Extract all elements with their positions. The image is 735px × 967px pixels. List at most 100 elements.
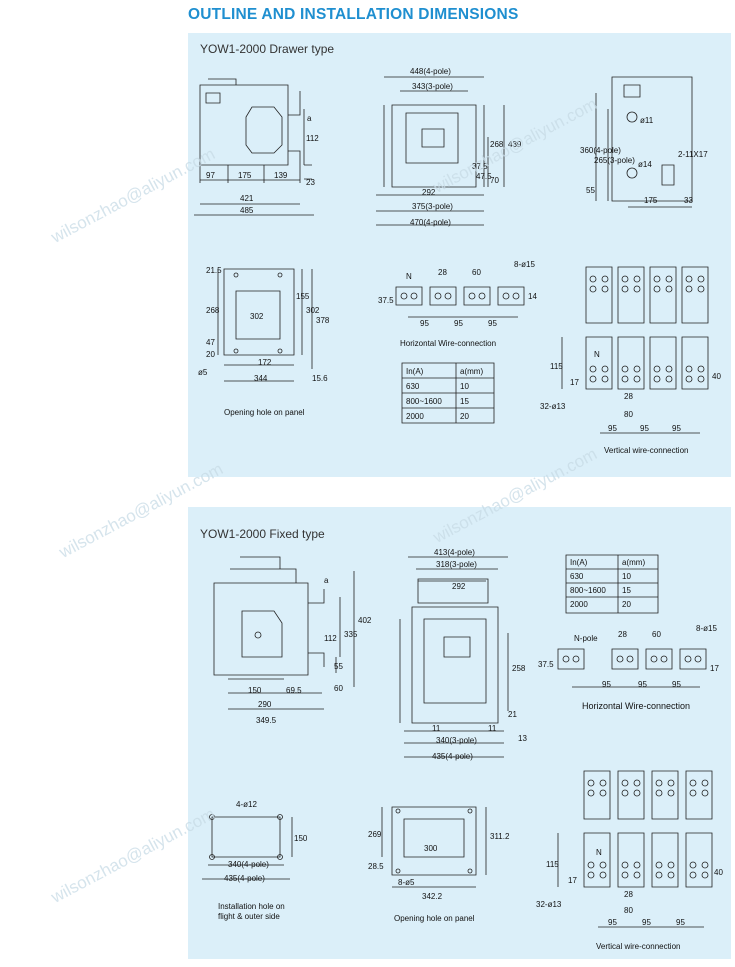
fixed-vertical-wire: N 115 17 40 28 80 32-ø13 95 95 95 (536, 770, 723, 928)
dim-344: 344 (254, 374, 268, 383)
dim-302a: 302 (250, 312, 264, 321)
ftable-r3c1: 2000 (570, 600, 588, 609)
fh-28: 28 (618, 630, 627, 639)
wire-28: 28 (438, 268, 447, 277)
fh-hole: 8-ø15 (696, 624, 717, 633)
drawer-front-view: 448(4-pole) 343(3-pole) 439 268 37.5 47.… (376, 67, 522, 227)
fp-311: 311.2 (490, 832, 510, 841)
fixed-type-panel: YOW1-2000 Fixed type a 112 335 402 55 60… (188, 507, 731, 959)
fp-269: 269 (368, 830, 382, 839)
fi-340: 340(4-pole) (228, 860, 269, 869)
fx-11a: 11 (432, 724, 441, 733)
fixed-vertical-caption: Vertical wire-connection (596, 942, 680, 951)
drawer-current-table: In(A) a(mm) 630 10 800~1600 15 2000 20 (401, 362, 495, 424)
fx-318: 318(3-pole) (436, 560, 477, 569)
dim-292: 292 (422, 188, 436, 197)
fv-115: 115 (546, 860, 559, 869)
dim-175: 175 (238, 171, 252, 180)
dim-448: 448(4-pole) (410, 67, 451, 76)
wire-37-5: 37.5 (378, 296, 394, 305)
fp-28-5: 28.5 (368, 862, 384, 871)
fh-17: 17 (710, 664, 719, 673)
v-n: N (594, 350, 600, 359)
dim-175-right: 175 (644, 196, 658, 205)
ftable-r1c2: 10 (622, 572, 631, 581)
v-hole: 32-ø13 (540, 402, 566, 411)
v-40: 40 (712, 372, 721, 381)
v-80: 80 (624, 410, 633, 419)
fv-n: N (596, 848, 602, 857)
dim-155: 155 (296, 292, 310, 301)
dim-55: 55 (586, 186, 595, 195)
drawer-side-view: a 112 23 97 175 139 421 485 (194, 78, 319, 216)
ftable-r3c2: 20 (622, 600, 631, 609)
ftable-r1c1: 630 (570, 572, 584, 581)
dim-20: 20 (206, 350, 215, 359)
dim-47-5: 47.5 (476, 172, 492, 181)
fixed-type-drawing: a 112 335 402 55 60 150 69.5 290 349.5 4… (202, 548, 723, 951)
install-caption-2: flight & outer side (218, 912, 280, 921)
drawer-type-title: YOW1-2000 Drawer type (200, 42, 335, 56)
ftable-h2: a(mm) (622, 558, 645, 567)
dim-302b: 302 (306, 306, 320, 315)
dim-172: 172 (258, 358, 272, 367)
fixed-horizontal-caption: Horizontal Wire-connection (582, 701, 690, 711)
fixed-front-view: 413(4-pole) 318(3-pole) 292 258 21 11 11… (399, 548, 527, 761)
dim-265: 265(3-pole) (594, 156, 635, 165)
wire-95b: 95 (454, 319, 463, 328)
fx-258: 258 (512, 664, 526, 673)
dim-23: 23 (306, 178, 315, 187)
fx-a: a (324, 576, 329, 585)
ftable-h1: In(A) (570, 558, 588, 567)
drawer-right-view: 360(4-pole) 265(3-pole) ø11 ø14 2-11X17 … (580, 76, 708, 208)
fp-hole: 8-ø5 (398, 878, 415, 887)
page-title: OUTLINE AND INSTALLATION DIMENSIONS (188, 6, 519, 23)
table-r3c2: 20 (460, 412, 469, 421)
dim-421: 421 (240, 194, 254, 203)
fh-95a: 95 (602, 680, 611, 689)
dim-470: 470(4-pole) (410, 218, 451, 227)
fx-290: 290 (258, 700, 272, 709)
fx-112: 112 (324, 634, 337, 643)
dim-47: 47 (206, 338, 215, 347)
fv-80: 80 (624, 906, 633, 915)
v-115: 115 (550, 362, 563, 371)
wire-14: 14 (528, 292, 537, 301)
drawer-type-panel: YOW1-2000 Drawer type a 112 23 97 175 13… (188, 33, 731, 477)
fv-95a: 95 (608, 918, 617, 927)
fx-349-5: 349.5 (256, 716, 277, 725)
fv-28: 28 (624, 890, 633, 899)
fh-95c: 95 (672, 680, 681, 689)
fx-60: 60 (334, 684, 343, 693)
dim-a: a (307, 114, 312, 123)
fx-335: 335 (344, 630, 358, 639)
fixed-panel-cutout: 269 311.2 300 28.5 8-ø5 342.2 (368, 806, 510, 901)
fp-342: 342.2 (422, 892, 443, 901)
dim-33: 33 (684, 196, 693, 205)
drawer-panel-cutout: 21.5 268 302 155 302 378 47 20 172 344 1… (198, 266, 330, 383)
fx-55: 55 (334, 662, 343, 671)
fixed-install-holes: 4-ø12 150 340(4-pole) 435(4-pole) (202, 800, 308, 883)
dim-268: 268 (490, 140, 504, 149)
dim-139: 139 (274, 171, 288, 180)
wire-hole: 8-ø15 (514, 260, 535, 269)
dim-d11: ø11 (640, 116, 654, 125)
ftable-r2c1: 800~1600 (570, 586, 606, 595)
dim-375: 375(3-pole) (412, 202, 453, 211)
fx-69-5: 69.5 (286, 686, 302, 695)
drawer-panel-caption: Opening hole on panel (224, 408, 305, 417)
fh-npole: N-pole (574, 634, 598, 643)
table-h1: In(A) (406, 367, 424, 376)
fp-300: 300 (424, 844, 438, 853)
fixed-horizontal-wire: N-pole 28 60 8-ø15 37.5 17 95 95 95 (538, 624, 719, 689)
dim-360: 360(4-pole) (580, 146, 621, 155)
install-caption-1: Installation hole on (218, 902, 285, 911)
wire-n: N (406, 272, 412, 281)
fixed-type-title: YOW1-2000 Fixed type (200, 527, 325, 541)
v-95c: 95 (672, 424, 681, 433)
fixed-panel-caption: Opening hole on panel (394, 914, 475, 923)
dim-485: 485 (240, 206, 254, 215)
wire-60: 60 (472, 268, 481, 277)
fx-13: 13 (518, 734, 527, 743)
fh-60: 60 (652, 630, 661, 639)
